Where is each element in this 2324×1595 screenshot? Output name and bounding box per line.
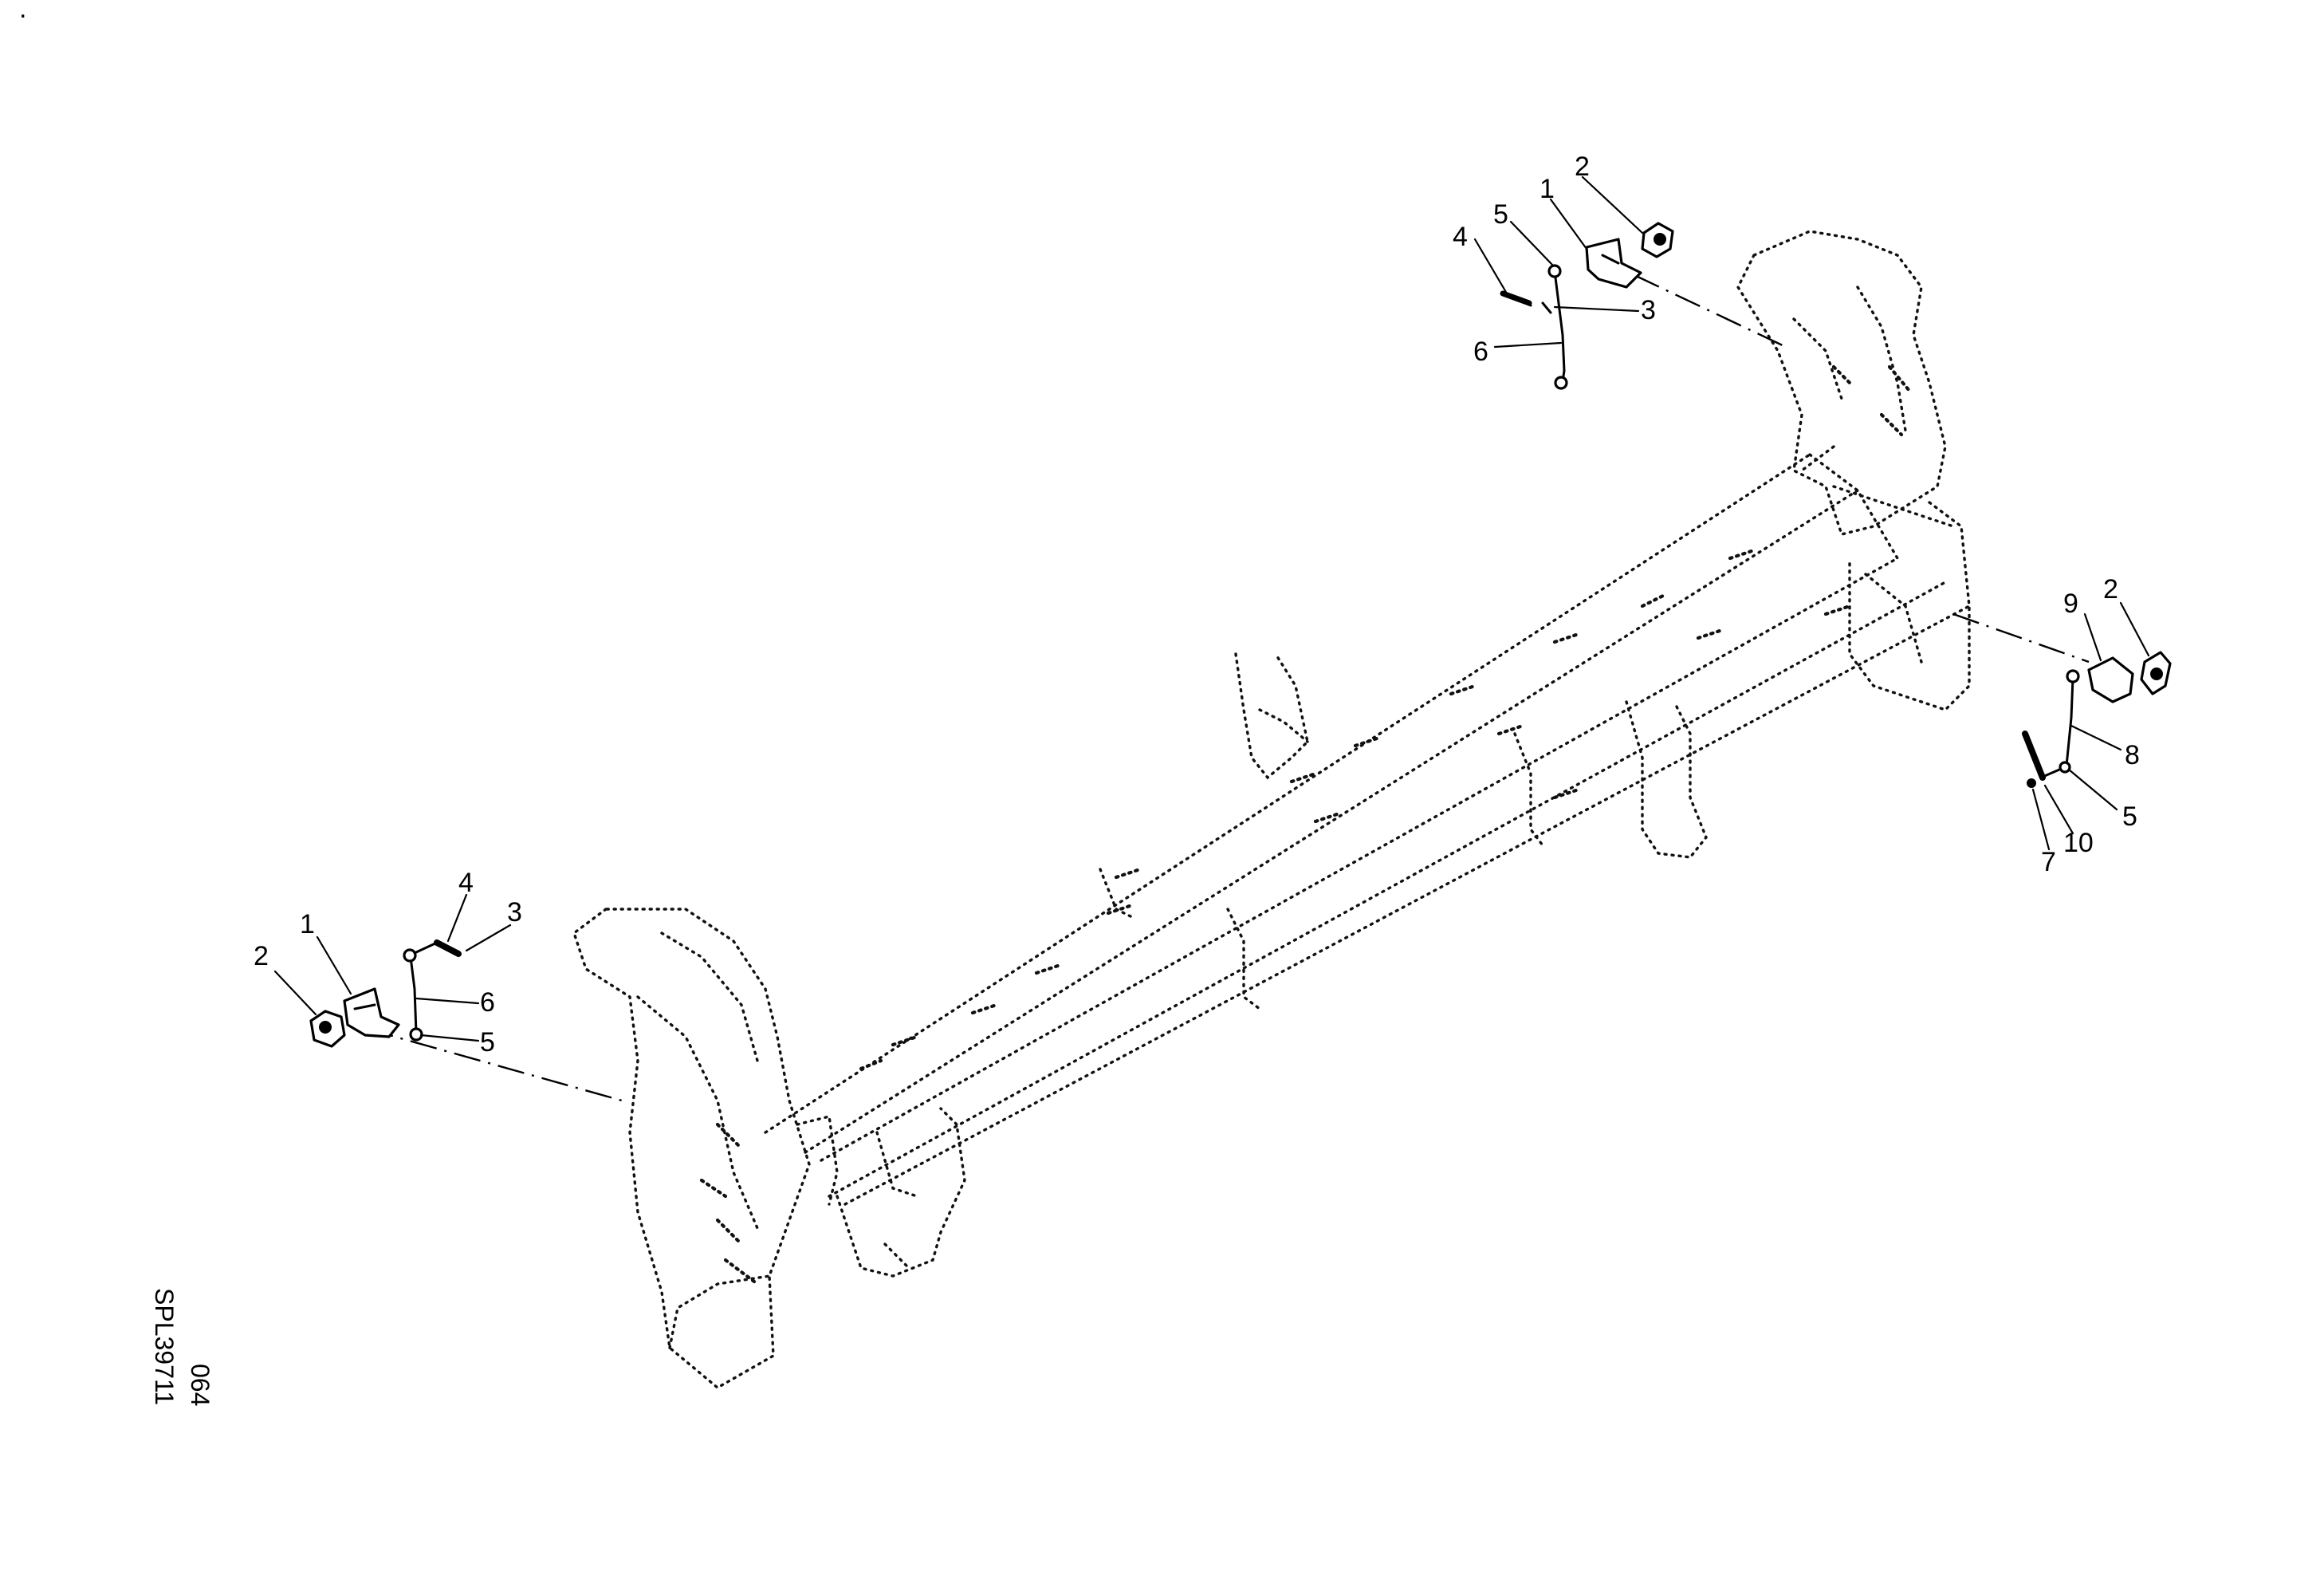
callout-3: 3: [1641, 295, 1656, 325]
callout-2: 2: [254, 941, 269, 971]
reference-block: SPL39711 064: [150, 1288, 214, 1406]
callout-7: 7: [2041, 847, 2056, 877]
callout-1: 1: [1540, 174, 1555, 204]
callout-2: 2: [2103, 574, 2118, 605]
page-code: 064: [186, 1364, 214, 1406]
callout-6: 6: [480, 987, 495, 1018]
callout-4: 4: [1453, 222, 1468, 252]
callout-8: 8: [2125, 740, 2140, 770]
callout-5: 5: [1493, 199, 1508, 230]
callout-10: 10: [2063, 828, 2094, 858]
sensor-assembly-top: 2 1 5 4 3 6: [1453, 152, 1674, 390]
callout-5: 5: [2122, 801, 2137, 832]
callout-4: 4: [458, 868, 474, 898]
callout-9: 9: [2063, 589, 2078, 619]
callout-6: 6: [1473, 337, 1488, 367]
axle-frame: [572, 230, 1971, 1390]
callout-3: 3: [507, 897, 522, 927]
assembly-centerlines: [366, 274, 2090, 1102]
sensor-assembly-left: 2 1 4 3 6 5: [254, 868, 522, 1057]
callout-2: 2: [1575, 152, 1590, 182]
callout-1: 1: [300, 909, 315, 939]
corner-mark: .: [19, 0, 26, 24]
sensor-assembly-right: 9 2 8 5 10 7: [2022, 574, 2172, 877]
reference-code: SPL39711: [150, 1288, 179, 1405]
callout-5: 5: [480, 1027, 495, 1057]
